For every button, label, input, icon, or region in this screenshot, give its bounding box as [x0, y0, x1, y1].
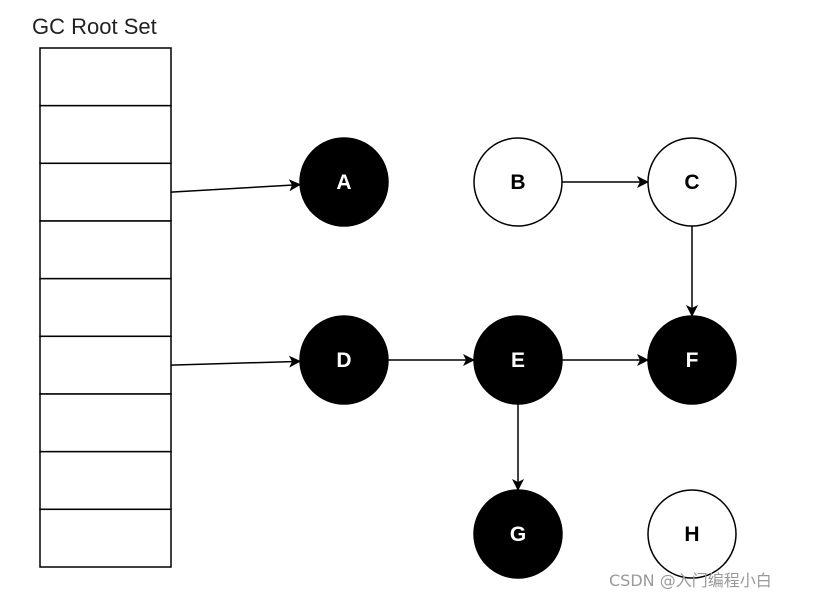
reference-edges — [170, 176, 698, 491]
root-slot-9 — [39, 508, 172, 568]
node-a-label: A — [336, 171, 351, 194]
node-e-circle — [473, 315, 563, 405]
root-slot-2 — [39, 104, 172, 165]
node-f: F — [647, 315, 737, 405]
root-slot-3 — [39, 162, 172, 222]
node-a-circle — [299, 137, 389, 227]
node-g-circle — [473, 489, 563, 579]
csdn-watermark: CSDN @入门编程小白 — [609, 571, 772, 590]
edge-root-slot-3-to-A — [170, 179, 302, 193]
node-g-label: G — [510, 523, 526, 546]
edge-root-slot-6-to-D — [170, 355, 302, 368]
object-nodes: A B C D E F G H — [299, 137, 737, 579]
node-c: C — [647, 137, 737, 227]
node-a: A — [299, 137, 389, 227]
root-slot-5 — [39, 277, 172, 338]
root-slot-7 — [39, 393, 172, 453]
node-f-label: F — [686, 349, 699, 372]
node-d-label: D — [336, 349, 351, 372]
root-slot-1 — [39, 47, 172, 107]
gc-root-set — [39, 47, 172, 568]
gc-root-set-title: GC Root Set — [32, 14, 157, 39]
node-e-label: E — [511, 349, 525, 372]
node-b: B — [473, 137, 563, 227]
node-c-circle — [647, 137, 737, 227]
node-h-circle — [647, 489, 737, 579]
node-b-circle — [473, 137, 563, 227]
node-b-label: B — [510, 171, 525, 194]
node-e: E — [473, 315, 563, 405]
root-slot-4 — [39, 220, 172, 280]
node-h: H — [647, 489, 737, 579]
node-h-label: H — [684, 523, 699, 546]
node-d-circle — [299, 315, 389, 405]
node-d: D — [299, 315, 389, 405]
node-f-circle — [647, 315, 737, 405]
root-slot-8 — [39, 450, 172, 511]
root-slot-6 — [39, 335, 172, 395]
node-c-label: C — [684, 171, 699, 194]
node-g: G — [473, 489, 563, 579]
